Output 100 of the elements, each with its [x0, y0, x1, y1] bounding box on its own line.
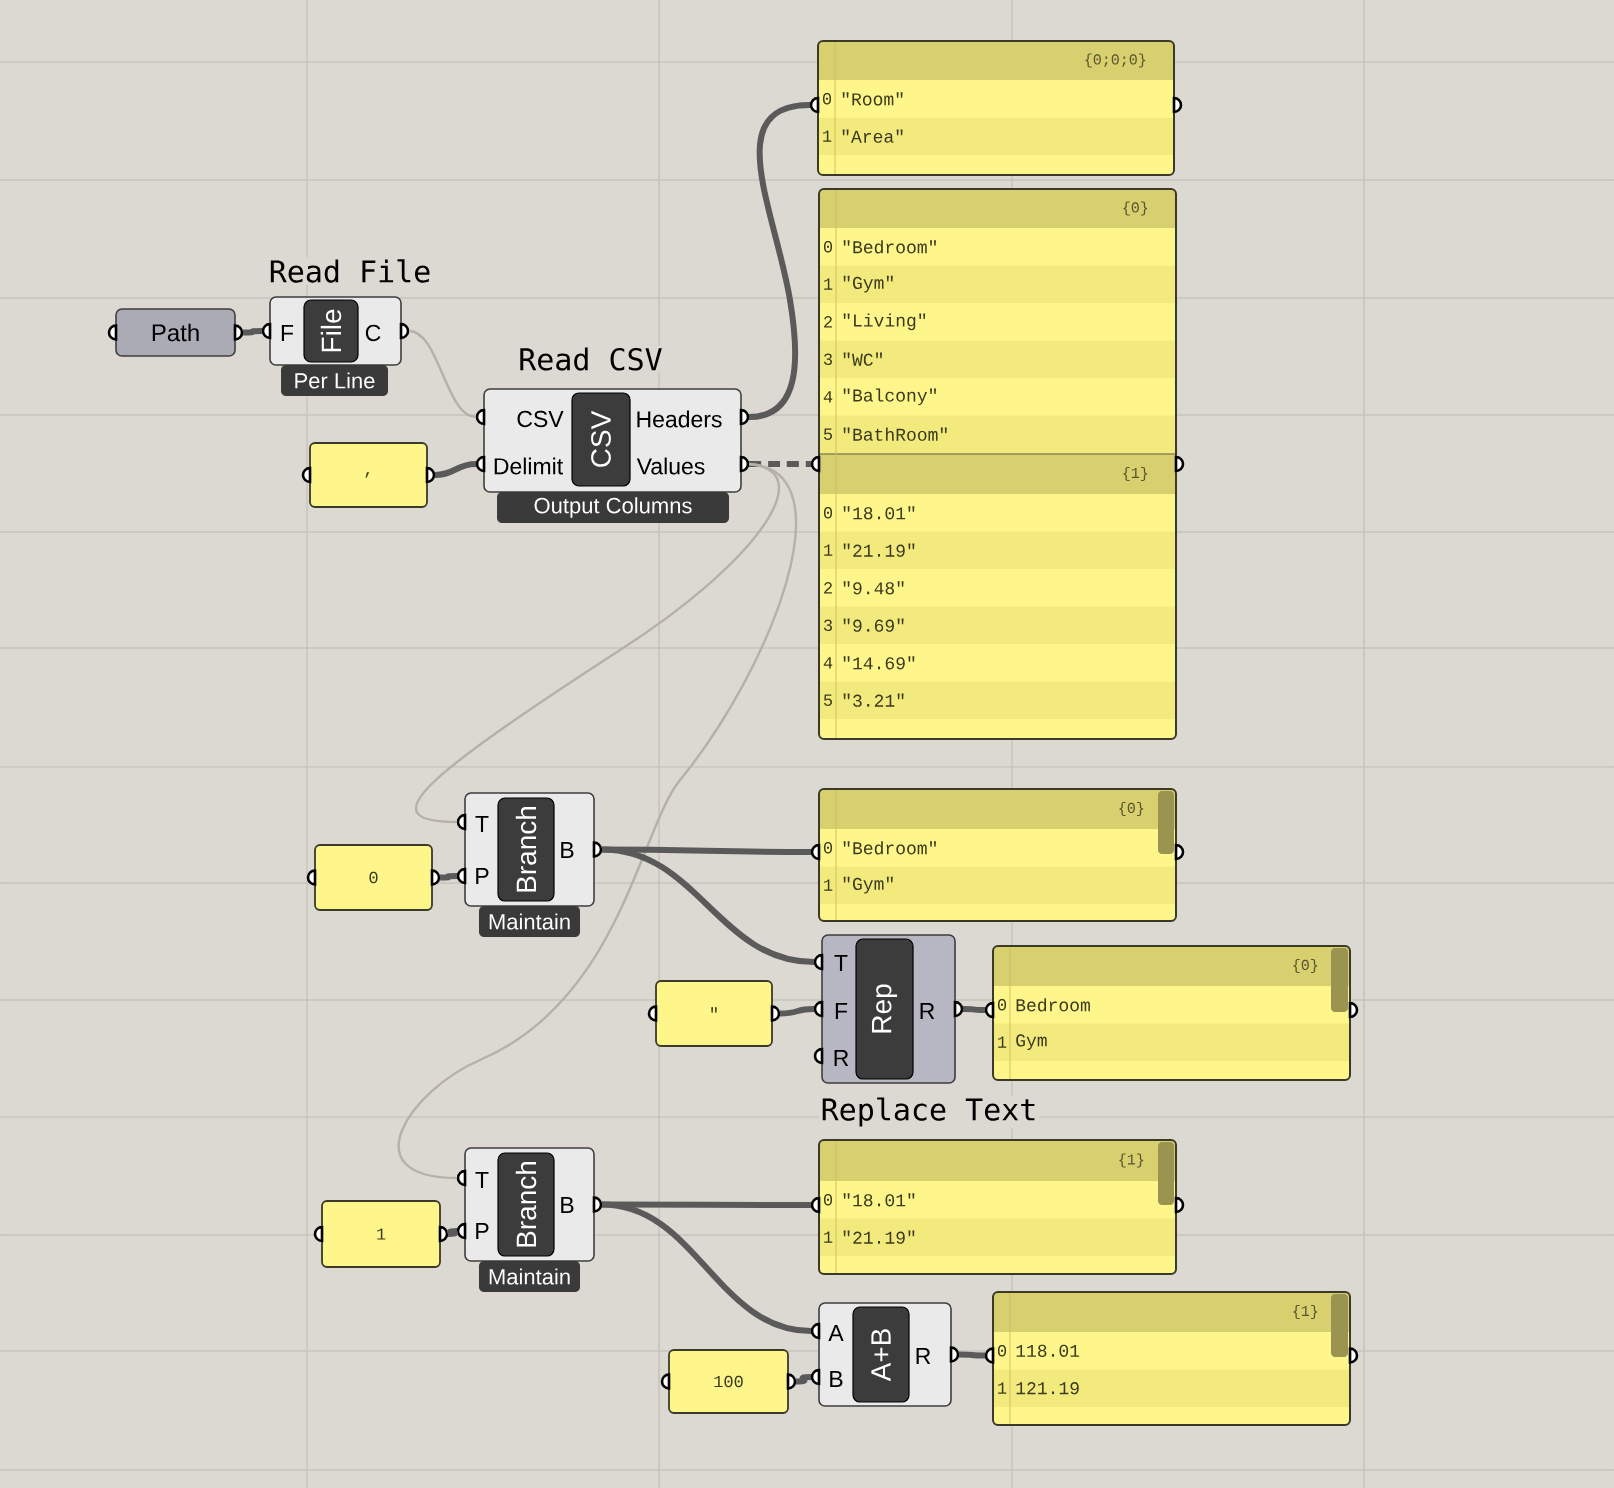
list-item: Bedroom [1016, 998, 1090, 1012]
port-label: R [834, 1050, 849, 1066]
list-index: 0 [823, 842, 833, 854]
list-item: "Gym" [843, 876, 893, 894]
path-label: {1} [1293, 1305, 1318, 1319]
port-label: C [365, 324, 381, 342]
list-index: 0 [823, 241, 833, 253]
value-panel: 1 [321, 1200, 441, 1268]
list-item: "Room" [842, 92, 903, 106]
list-item: "3.21" [843, 693, 904, 707]
value-panel: 100 [668, 1349, 789, 1414]
parameter-box: Path [115, 308, 236, 357]
name-tile: File [303, 299, 359, 363]
wire [434, 461, 477, 478]
list-index: 0 [997, 1345, 1007, 1357]
wire [795, 1374, 812, 1385]
list-index: 5 [824, 694, 833, 706]
list-item: "9.69" [843, 618, 904, 632]
wire [601, 1201, 812, 1334]
component-title: Read File [266, 257, 434, 285]
wire [601, 846, 815, 965]
port-label: Headers [637, 410, 722, 428]
port-label: Delimit [494, 457, 563, 475]
port-label: R [916, 1348, 931, 1364]
value-panel: , [309, 442, 428, 508]
name-tile: Rep [855, 938, 914, 1080]
port-label: B [561, 842, 574, 858]
list-index: 1 [824, 1231, 833, 1243]
name-tile: A+B [852, 1306, 910, 1403]
port-label: F [281, 325, 294, 341]
list-index: 1 [823, 130, 832, 142]
name-tile: Branch [497, 1152, 555, 1257]
value-panel: " [655, 980, 773, 1047]
list-item: "Bedroom" [843, 240, 936, 254]
path-label: {1} [1123, 467, 1148, 481]
list-index: 1 [998, 1382, 1007, 1394]
list-index: 1 [824, 278, 833, 290]
wire [748, 102, 811, 420]
mode-tab: Output Columns [497, 492, 729, 523]
list-item: "9.48" [843, 581, 904, 595]
list-index: 2 [824, 582, 832, 594]
port-label: T [475, 816, 489, 832]
port-label: F [835, 1003, 848, 1019]
list-index: 2 [824, 316, 832, 328]
path-label: {0} [1293, 959, 1318, 973]
wire [963, 1006, 986, 1013]
port-label: A [828, 1325, 844, 1341]
wire [440, 873, 458, 881]
component-title: Read CSV [516, 345, 665, 373]
port-label: T [475, 1172, 489, 1188]
wire [415, 462, 780, 824]
path-label: {0} [1123, 201, 1148, 216]
list-item: Gym [1016, 1034, 1047, 1051]
list-item: "Living" [843, 313, 926, 331]
list-index: 1 [824, 879, 833, 891]
list-index: 3 [824, 353, 833, 365]
list-index: 0 [997, 999, 1007, 1011]
list-item: "Gym" [843, 275, 893, 293]
mode-tab: Maintain [479, 1261, 580, 1292]
list-item: 118.01 [1016, 1344, 1080, 1357]
wire [397, 462, 798, 1180]
value-panel: 0 [314, 844, 433, 911]
list-index: 0 [823, 507, 833, 519]
list-item: "18.01" [843, 1193, 915, 1207]
list-index: 4 [823, 657, 833, 669]
list-item: "Area" [842, 129, 903, 143]
port-label: P [476, 868, 489, 884]
port-label: B [561, 1197, 574, 1213]
path-label: {1} [1119, 1153, 1144, 1168]
list-index: 0 [823, 1194, 833, 1206]
name-tile: Branch [497, 797, 555, 902]
list-item: "14.69" [843, 656, 915, 670]
list-item: "21.19" [843, 543, 915, 557]
wire [959, 1351, 986, 1359]
port-label: P [476, 1223, 489, 1239]
list-item: "BathRoom" [843, 427, 947, 441]
path-label: {0;0;0} [1085, 53, 1146, 68]
port-label: R [920, 1003, 935, 1019]
port-label: CSV [517, 410, 564, 428]
list-index: 3 [824, 619, 833, 631]
port-label: T [834, 955, 848, 971]
list-item: "18.01" [843, 506, 915, 520]
list-item: "Balcony" [843, 388, 936, 406]
wire [408, 329, 477, 419]
list-item: "Bedroom" [843, 841, 936, 855]
wire [243, 328, 263, 336]
list-index: 1 [998, 1036, 1007, 1048]
list-item: 121.19 [1016, 1382, 1079, 1395]
port-label: Values [636, 457, 705, 475]
mode-tab: Maintain [479, 906, 580, 937]
list-item: "21.19" [843, 1230, 915, 1244]
list-index: 5 [824, 428, 833, 440]
wire [447, 1228, 458, 1237]
caption: Replace Text [818, 1095, 1040, 1129]
wire [779, 1006, 815, 1017]
port-label: B [830, 1371, 843, 1387]
list-index: 4 [823, 391, 833, 403]
list-index: 0 [822, 93, 832, 105]
name-tile: CSV [571, 392, 631, 487]
mode-tab: Per Line [281, 365, 388, 396]
